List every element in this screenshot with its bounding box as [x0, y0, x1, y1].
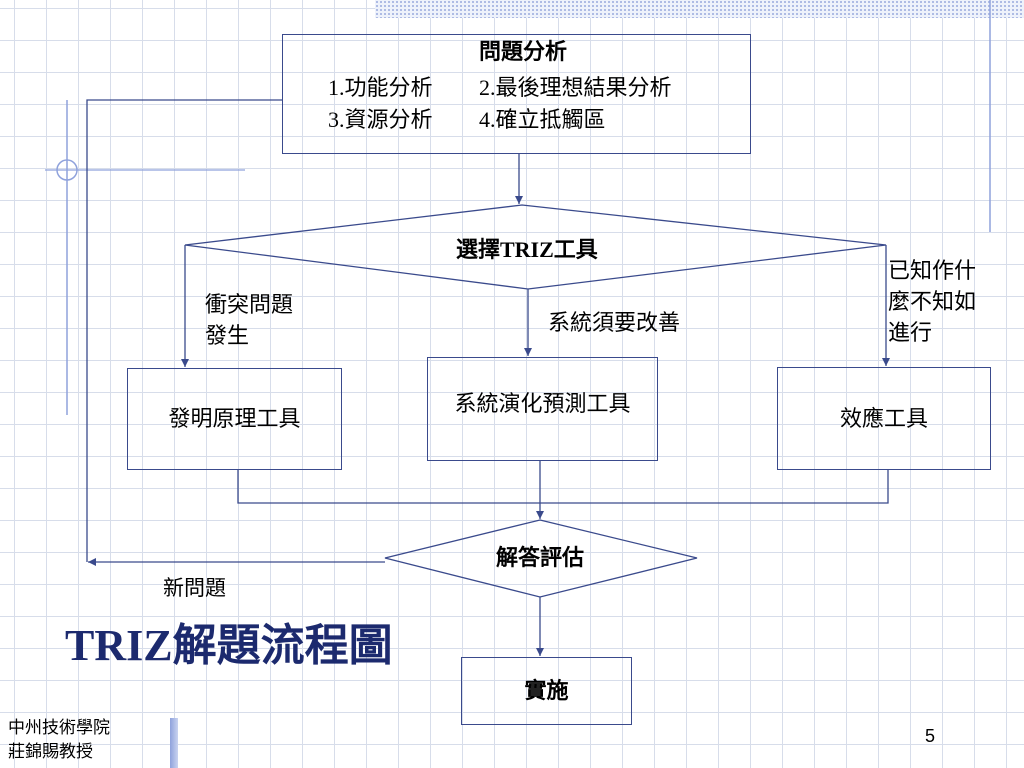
- select-tool-label: 選擇TRIZ工具: [456, 237, 598, 262]
- slide-title: TRIZ解題流程圖: [65, 621, 393, 670]
- problem-analysis-heading: 問題分析: [479, 39, 568, 64]
- branch-label-known-line3: 進行: [888, 320, 933, 345]
- footer-line1: 中州技術學院: [8, 718, 110, 737]
- evaluate-label: 解答評估: [496, 545, 585, 570]
- effects-tool-box: 效應工具: [777, 367, 991, 470]
- invention-tool-box: 發明原理工具: [127, 368, 342, 470]
- branch-label-known-line1: 已知作什: [888, 258, 977, 283]
- new-problem-label: 新問題: [163, 576, 226, 600]
- effects-tool-label: 效應工具: [839, 405, 928, 431]
- evolution-tool-label: 系統演化預測工具: [454, 391, 631, 416]
- loop-back-line: [86, 99, 282, 562]
- implement-label: 實施: [524, 678, 569, 703]
- footer-line2: 莊錦賜教授: [8, 742, 93, 761]
- branch-label-improve: 系統須要改善: [548, 310, 681, 335]
- analysis-item-1: 1.功能分析: [328, 75, 433, 100]
- footer-accent-bar: [170, 718, 178, 768]
- branch-label-known-line2: 麼不知如: [888, 289, 977, 314]
- top-dotted-band: [375, 0, 1024, 18]
- problem-analysis-box: 問題分析 1.功能分析 2.最後理想結果分析 3.資源分析 4.確立抵觸區: [282, 34, 751, 154]
- branch-label-conflict-line2: 發生: [205, 323, 250, 348]
- page-number: 5: [925, 726, 936, 746]
- invention-tool-label: 發明原理工具: [168, 406, 301, 431]
- analysis-item-4: 4.確立抵觸區: [479, 107, 606, 132]
- analysis-item-2: 2.最後理想結果分析: [479, 75, 672, 100]
- implement-box: 實施: [461, 657, 632, 725]
- merge-line-tools: [237, 469, 889, 504]
- evolution-tool-box: 系統演化預測工具: [427, 357, 658, 461]
- branch-label-conflict-line1: 衝突問題: [205, 292, 294, 317]
- analysis-item-3: 3.資源分析: [328, 107, 433, 132]
- template-circle: [56, 159, 78, 181]
